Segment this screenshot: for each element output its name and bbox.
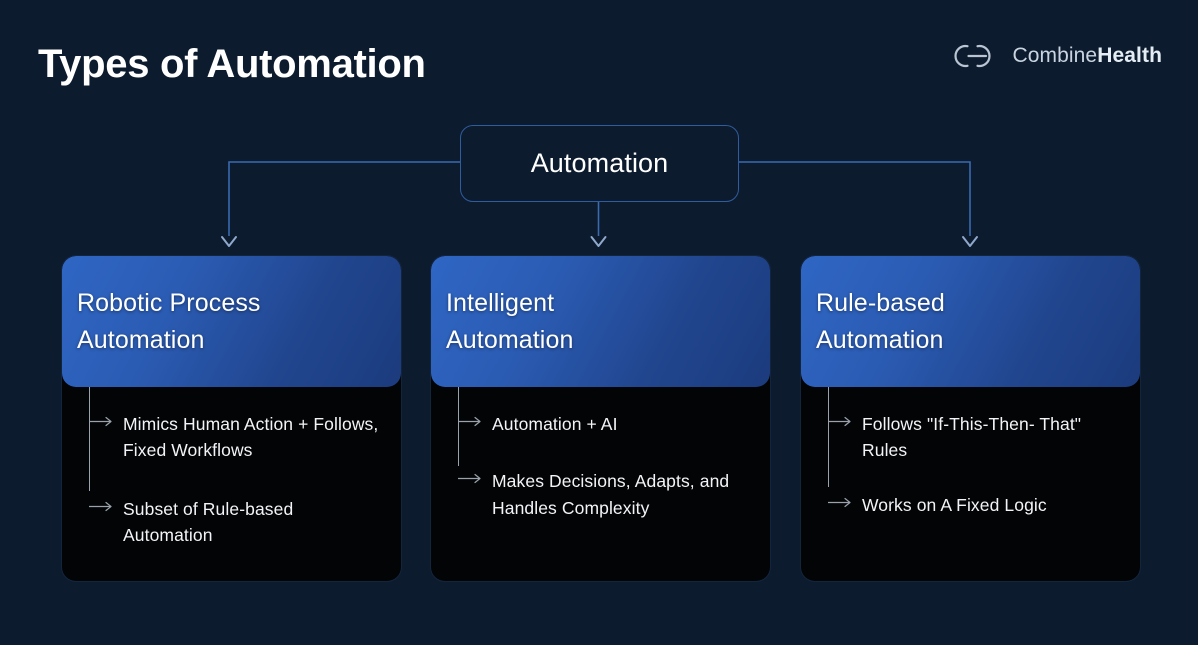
brand-logo: CombineHealth bbox=[947, 38, 1162, 74]
list-item-text: Follows "If-This-Then- That" Rules bbox=[862, 414, 1082, 461]
arrow-right-icon bbox=[828, 497, 851, 507]
arrowhead-center bbox=[590, 236, 607, 247]
card-title: Rule-based Automation bbox=[816, 288, 945, 354]
arrow-right-icon bbox=[458, 474, 481, 484]
list-item: Mimics Human Action + Follows, Fixed Wor… bbox=[78, 411, 385, 464]
page-title: Types of Automation bbox=[38, 42, 426, 86]
list-item: Works on A Fixed Logic bbox=[817, 492, 1124, 518]
connector-left bbox=[228, 161, 460, 236]
bullet-spine bbox=[458, 387, 459, 466]
card-title: Intelligent Automation bbox=[446, 288, 574, 354]
list-item-text: Makes Decisions, Adapts, and Handles Com… bbox=[492, 471, 730, 518]
brand-name-part2: Health bbox=[1097, 44, 1162, 67]
card-title: Robotic Process Automation bbox=[77, 288, 261, 354]
list-item: Follows "If-This-Then- That" Rules bbox=[817, 411, 1124, 464]
card-header: Rule-based Automation bbox=[801, 256, 1140, 387]
connector-right bbox=[737, 161, 971, 236]
list-item: Makes Decisions, Adapts, and Handles Com… bbox=[447, 468, 754, 521]
arrow-right-icon bbox=[458, 416, 481, 427]
list-item-text: Subset of Rule-based Automation bbox=[123, 498, 294, 545]
card-body: Automation + AI Makes Decisions, Adapts,… bbox=[431, 387, 770, 581]
card-intelligent-automation[interactable]: Intelligent Automation Automation + AI M… bbox=[431, 256, 770, 581]
list-item-text: Automation + AI bbox=[492, 414, 618, 434]
arrowhead-left bbox=[221, 236, 237, 247]
arrow-right-icon bbox=[89, 416, 112, 427]
brand-name: CombineHealth bbox=[1012, 44, 1162, 68]
card-body: Follows "If-This-Then- That" Rules Works… bbox=[801, 387, 1140, 581]
list-item: Automation + AI bbox=[447, 411, 754, 437]
arrow-right-icon bbox=[828, 416, 851, 427]
arrowhead-right bbox=[962, 236, 978, 247]
root-node-label: Automation bbox=[530, 148, 669, 178]
combinehealth-logo-icon bbox=[954, 44, 992, 68]
arrow-right-icon bbox=[89, 501, 112, 511]
card-robotic-process-automation[interactable]: Robotic Process Automation Mimics Human … bbox=[62, 256, 401, 581]
list-item: Subset of Rule-based Automation bbox=[78, 496, 385, 549]
bullet-spine bbox=[828, 387, 829, 487]
bullet-spine bbox=[89, 387, 90, 491]
card-header: Intelligent Automation bbox=[431, 256, 770, 387]
list-item-text: Mimics Human Action + Follows, Fixed Wor… bbox=[123, 414, 379, 461]
brand-name-part1: Combine bbox=[1012, 44, 1098, 67]
root-node-automation[interactable]: Automation bbox=[460, 125, 739, 202]
card-body: Mimics Human Action + Follows, Fixed Wor… bbox=[62, 387, 401, 581]
card-rule-based-automation[interactable]: Rule-based Automation Follows "If-This-T… bbox=[801, 256, 1140, 581]
card-header: Robotic Process Automation bbox=[62, 256, 401, 387]
list-item-text: Works on A Fixed Logic bbox=[862, 494, 1047, 515]
